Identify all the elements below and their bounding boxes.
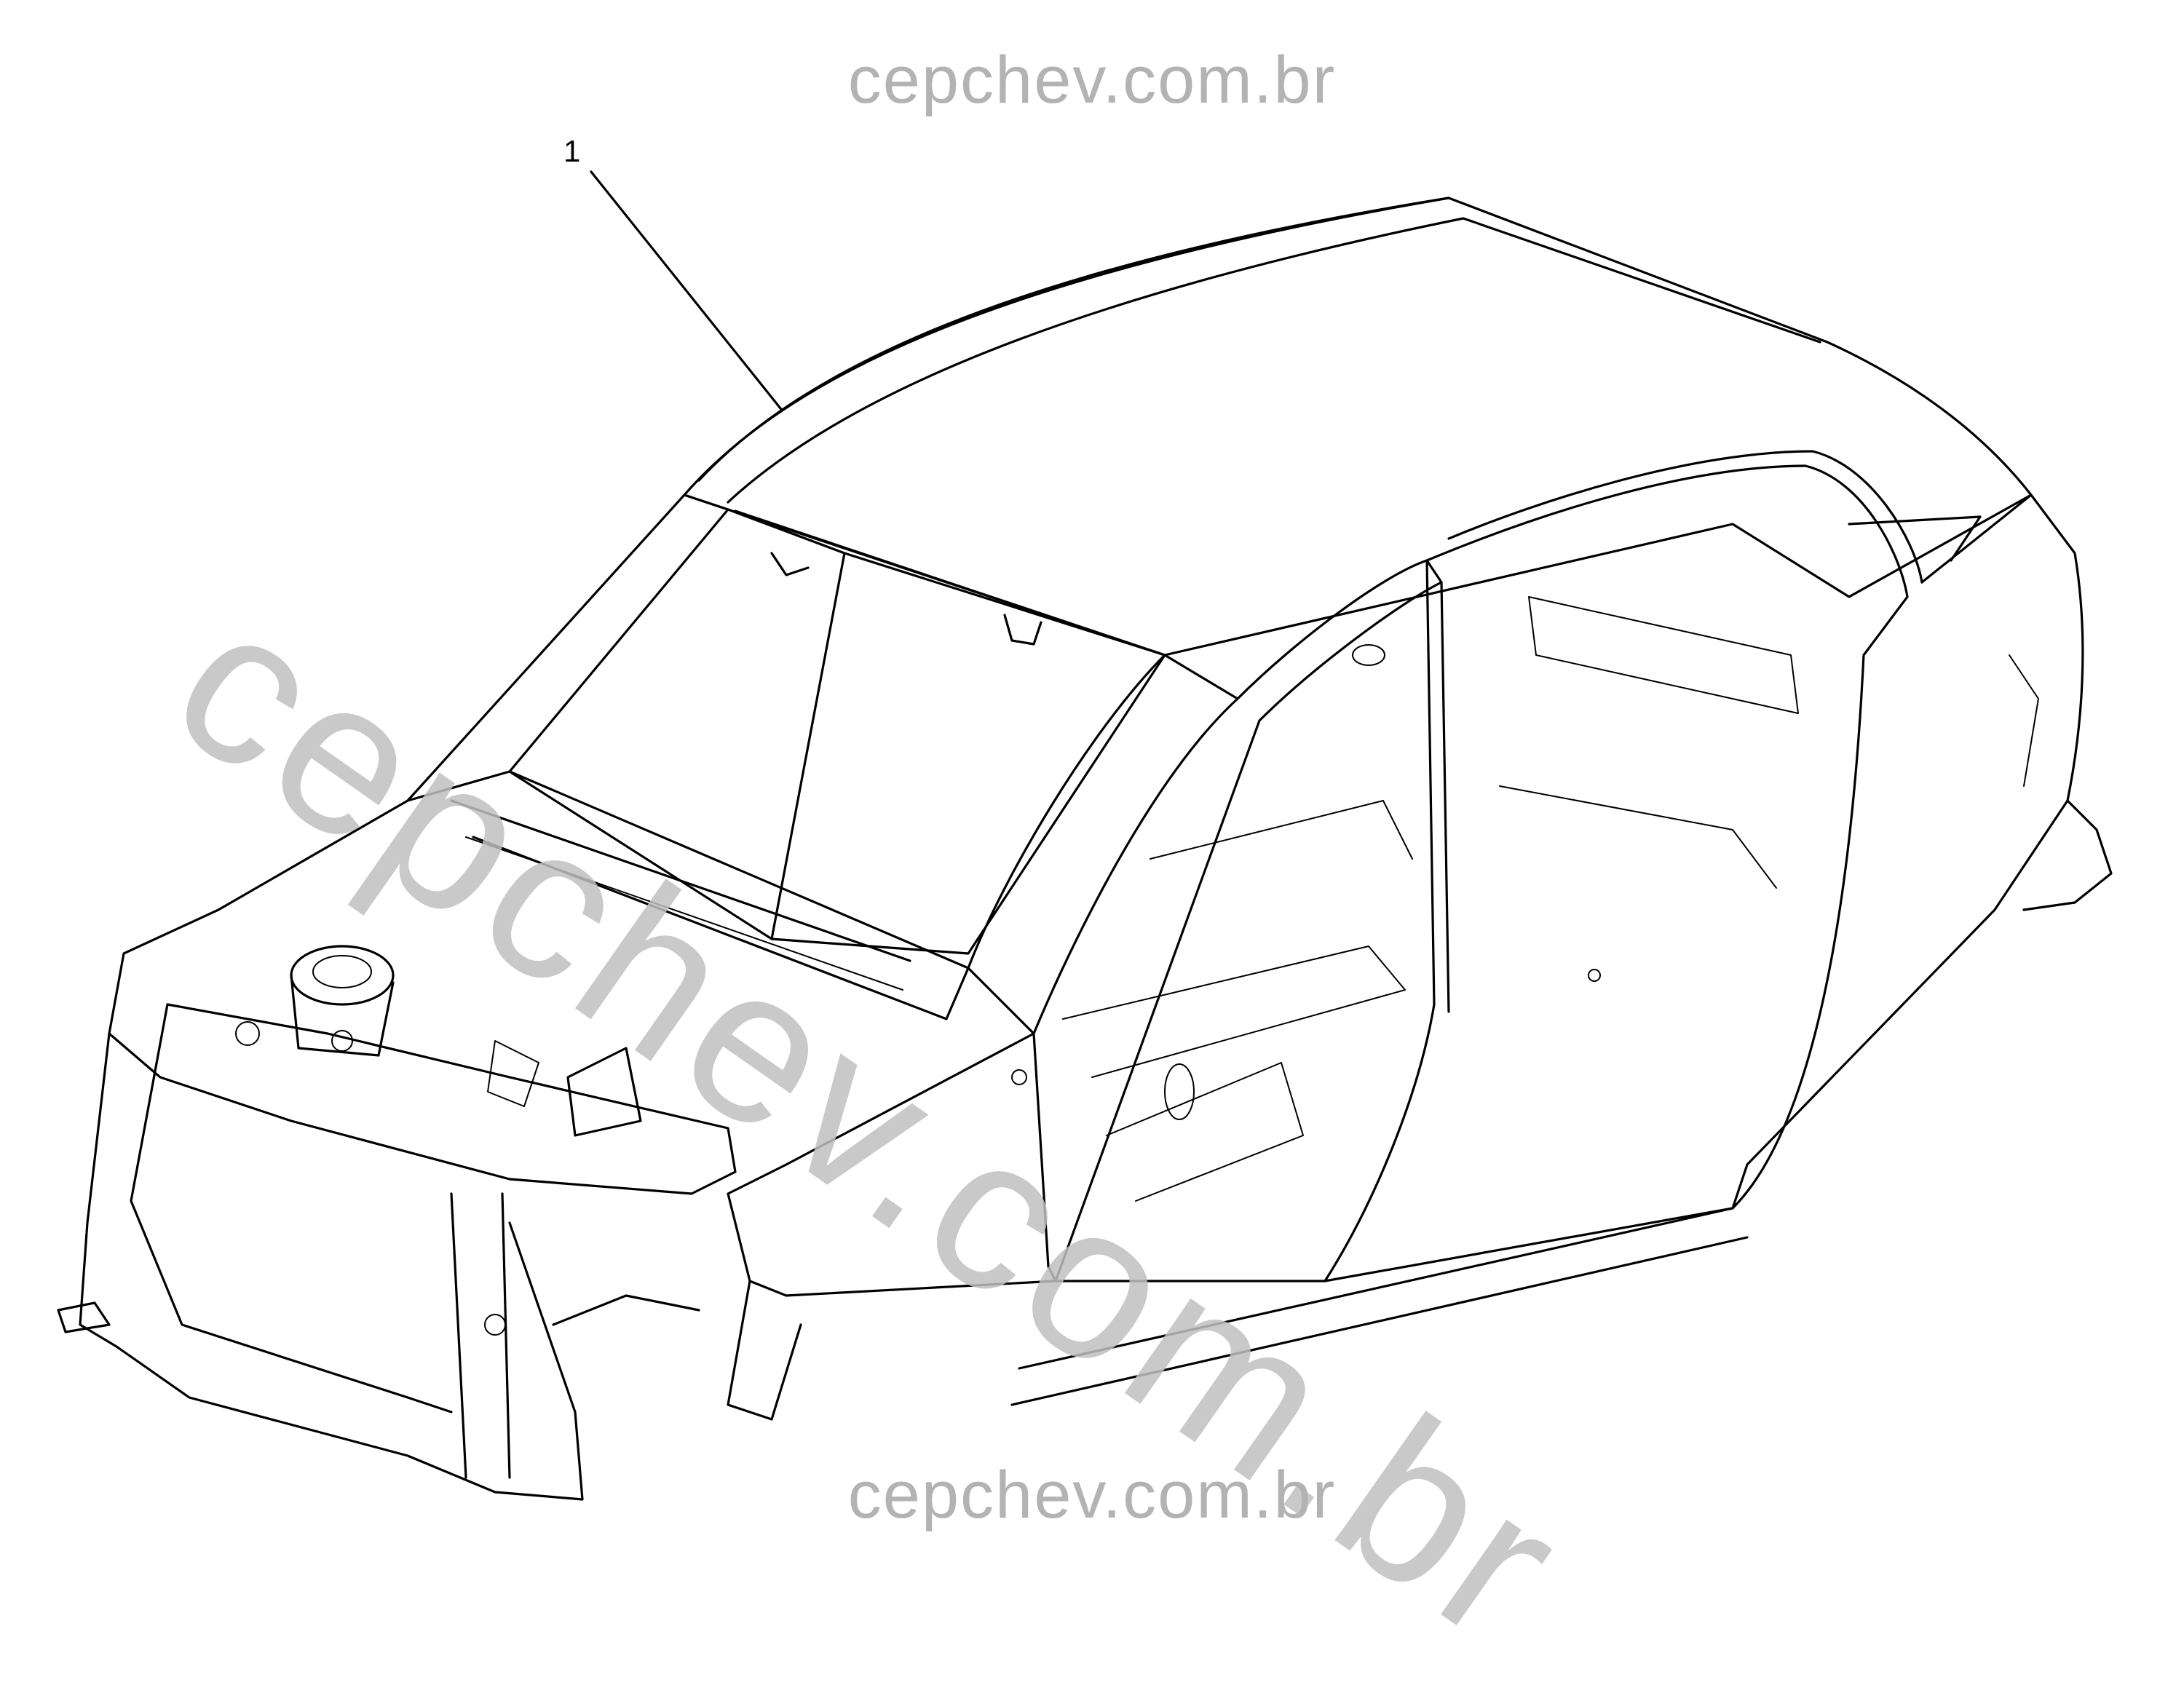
rear-quarter bbox=[2009, 654, 2113, 911]
watermark-top-text: cepchev.com.br bbox=[847, 43, 1337, 117]
rocker-sill bbox=[1010, 1163, 1749, 1406]
watermark-bottom-text: cepchev.com.br bbox=[847, 1458, 1337, 1532]
callout-number-1: 1 bbox=[563, 134, 581, 168]
interior-floor-details bbox=[1011, 596, 1799, 1202]
roof-panel bbox=[683, 197, 2033, 657]
engine-bay-details bbox=[235, 799, 911, 1336]
front-structure bbox=[57, 770, 1057, 1501]
vehicle-body-structure-illustration bbox=[57, 170, 2113, 1501]
rear-door-opening bbox=[1324, 450, 2084, 1282]
callout-leader-line bbox=[590, 170, 785, 413]
